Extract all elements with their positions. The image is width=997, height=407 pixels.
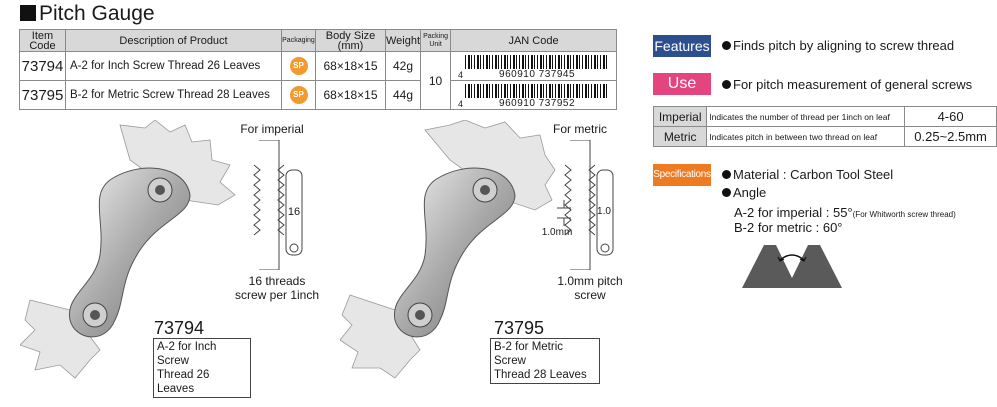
imperial-box: A-2 for Inch Screw Thread 26 Leaves — [153, 338, 251, 398]
pitch-value: 4-60 — [904, 106, 997, 127]
header-jan-code: JAN Code — [450, 29, 617, 52]
header-packing-unit: Packing Unit — [420, 29, 452, 52]
header-item-code: Item Code — [19, 29, 66, 52]
barcode: 4 960910 737952 — [451, 82, 616, 109]
imperial-dimension: 16 — [287, 206, 301, 218]
header-description: Description of Product — [65, 29, 282, 52]
metric-gauge-image — [340, 120, 556, 379]
header-packaging: Packaging — [281, 29, 316, 52]
metric-dimension-right: 1.0 — [597, 206, 611, 217]
metric-box: B-2 for Metric Screw Thread 28 Leaves — [490, 338, 600, 384]
pitch-description: Indicates pitch in between two thread on… — [706, 126, 906, 147]
bullet-icon — [722, 80, 731, 89]
imperial-code: 73794 — [154, 318, 205, 338]
body-size: 68×18×15 — [315, 80, 386, 110]
product-table: Item Code Description of Product Packagi… — [19, 29, 617, 110]
imperial-angle: A-2 for imperial : 55°(For Whitworth scr… — [734, 205, 956, 220]
pitch-row-imperial: Imperial Indicates the number of thread … — [652, 106, 997, 127]
imperial-thread-diagram — [253, 140, 303, 270]
specifications-tag: Specifications — [653, 164, 711, 186]
pitch-description: Indicates the number of thread per 1inch… — [706, 106, 906, 127]
weight: 42g — [384, 51, 422, 81]
features-text: Finds pitch by aligning to screw thread — [722, 38, 954, 53]
barcode-stripes — [465, 83, 610, 98]
item-code: 73794 — [19, 51, 66, 81]
bullet-icon — [722, 170, 731, 179]
barcode-number: 960910 737952 — [465, 97, 610, 109]
pitch-label: Metric — [652, 126, 708, 147]
body-size: 68×18×15 — [315, 51, 386, 81]
pitch-value: 0.25~2.5mm — [904, 126, 997, 147]
barcode-stripes — [465, 54, 610, 69]
jan-code: 4 960910 737952 — [450, 80, 617, 110]
thread-angle-icon — [742, 245, 842, 288]
table-header-row: Item Code Description of Product Packagi… — [19, 29, 617, 52]
imperial-gauge-image — [20, 120, 236, 379]
metric-angle: B-2 for metric : 60° — [734, 220, 843, 235]
metric-caption-1: 1.0mm pitch — [557, 274, 623, 288]
imperial-box-line-1: A-2 for Inch Screw — [157, 341, 217, 367]
imperial-label: For imperial — [240, 122, 304, 136]
sp-badge-icon: SP — [289, 57, 308, 75]
pitch-label: Imperial — [652, 106, 708, 127]
metric-caption-2: screw — [574, 288, 606, 302]
imperial-caption-2: screw per 1inch — [234, 288, 320, 302]
barcode-lead-digit: 4 — [458, 98, 464, 109]
imperial-box-line-2: Thread 26 Leaves — [157, 369, 210, 395]
pitch-range-table: Imperial Indicates the number of thread … — [652, 106, 997, 147]
packaging-cell: SP — [281, 80, 316, 110]
imperial-caption-1: 16 threads — [248, 274, 306, 288]
metric-box-line-1: B-2 for Metric Screw — [494, 341, 564, 367]
product-description: B-2 for Metric Screw Thread 28 Leaves — [65, 80, 282, 110]
barcode-number: 960910 737945 — [465, 68, 610, 80]
packaging-cell: SP — [281, 51, 316, 81]
barcode-bars: 960910 737952 — [465, 83, 610, 109]
barcode: 4 960910 737945 — [451, 53, 616, 80]
header-weight: Weight — [384, 29, 422, 52]
metric-thread-diagram — [557, 140, 614, 270]
barcode-bars: 960910 737945 — [465, 54, 610, 80]
metric-code: 73795 — [494, 318, 545, 338]
bullet-icon — [722, 41, 731, 50]
table-row: 73794 A-2 for Inch Screw Thread 26 Leave… — [19, 51, 617, 110]
sp-badge-icon: SP — [289, 86, 308, 104]
barcode-lead-digit: 4 — [458, 69, 464, 80]
bullet-icon — [722, 188, 731, 197]
metric-label: For metric — [553, 122, 607, 136]
metric-box-line-2: Thread 28 Leaves — [494, 369, 587, 381]
table-row: 73795 B-2 for Metric Screw Thread 28 Lea… — [19, 80, 617, 110]
material-text: Material : Carbon Tool Steel — [722, 167, 893, 182]
metric-dimension-left: 1.0mm — [541, 227, 573, 238]
weight: 44g — [384, 80, 422, 110]
page-title: Pitch Gauge — [20, 2, 155, 26]
header-body-size: Body Size (mm) — [315, 29, 386, 52]
angle-heading: Angle — [722, 185, 766, 200]
use-text: For pitch measurement of general screws — [722, 77, 972, 92]
pitch-row-metric: Metric Indicates pitch in between two th… — [652, 126, 997, 147]
features-tag: Features — [653, 35, 711, 57]
use-tag: Use — [653, 73, 711, 95]
jan-code: 4 960910 737945 — [450, 51, 617, 81]
title-square-icon — [20, 5, 36, 21]
item-code: 73795 — [19, 80, 66, 110]
packing-unit: 10 — [420, 51, 452, 110]
product-description: A-2 for Inch Screw Thread 26 Leaves — [65, 51, 282, 81]
